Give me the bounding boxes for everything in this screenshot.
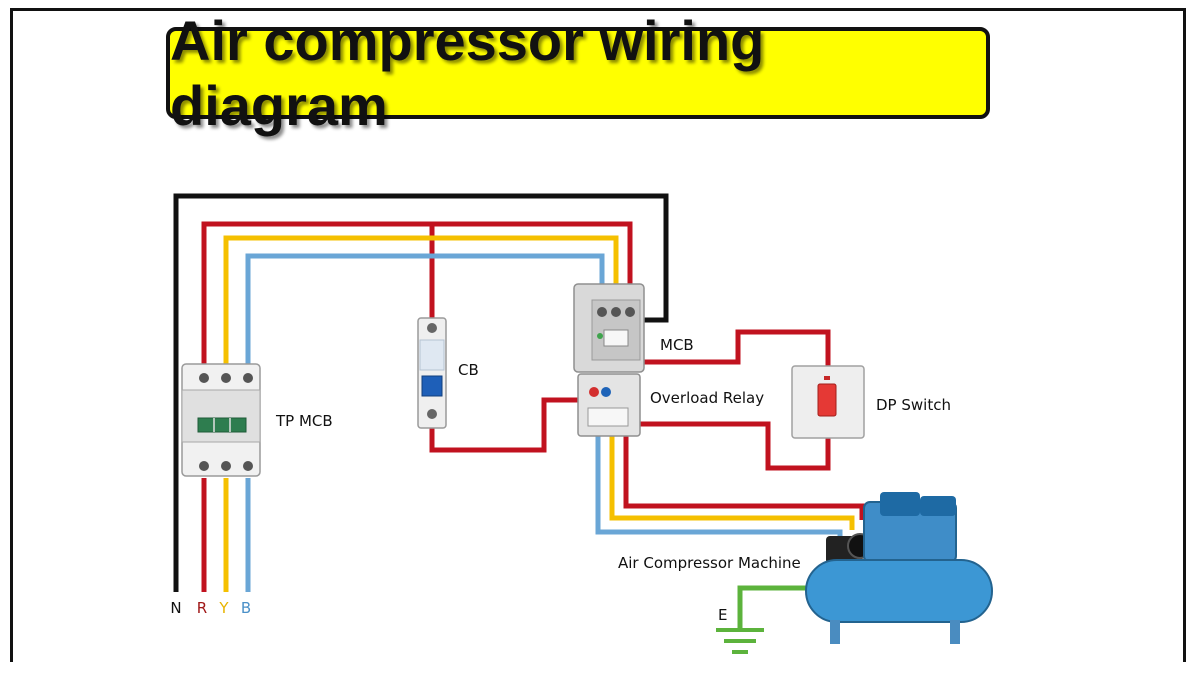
yellow-motor-feed [609, 434, 855, 530]
red-motor-feed [623, 434, 865, 520]
wires [173, 193, 865, 628]
cb-label: CB [458, 361, 479, 379]
title-banner: Air compressor wiring diagram [166, 9, 990, 137]
yellow-phase-wire-top [223, 235, 619, 372]
dp-switch [791, 365, 865, 439]
terminal-label-n: N [170, 599, 181, 617]
terminal-label-r: R [197, 599, 207, 617]
red-phase-wire-top [201, 221, 633, 372]
contactor [573, 283, 645, 373]
earth-wire [737, 585, 806, 628]
tp-mcb [181, 363, 261, 477]
tp-mcb-label: TP MCB [275, 412, 333, 430]
red-cb-to-relay [429, 397, 600, 453]
dp-switch-label: DP Switch [876, 396, 951, 414]
page-title: Air compressor wiring diagram [170, 9, 765, 137]
cb [417, 317, 447, 429]
blue-motor-feed [595, 434, 843, 540]
air-compressor-label: Air Compressor Machine [618, 554, 801, 572]
earth-symbol [716, 628, 764, 654]
terminal-label-y: Y [218, 599, 229, 617]
mcb-label: MCB [660, 336, 694, 354]
red-dp-bottom [622, 421, 831, 471]
blue-phase-wire-top [245, 253, 605, 372]
overload-relay [577, 373, 641, 437]
neutral-wire [173, 193, 669, 592]
overload-relay-label: Overload Relay [650, 389, 764, 407]
earth-label: E [718, 606, 727, 624]
terminal-label-b: B [241, 599, 251, 617]
air-compressor [805, 492, 993, 644]
diagram-frame [10, 8, 1186, 662]
red-dp-top [622, 329, 831, 372]
